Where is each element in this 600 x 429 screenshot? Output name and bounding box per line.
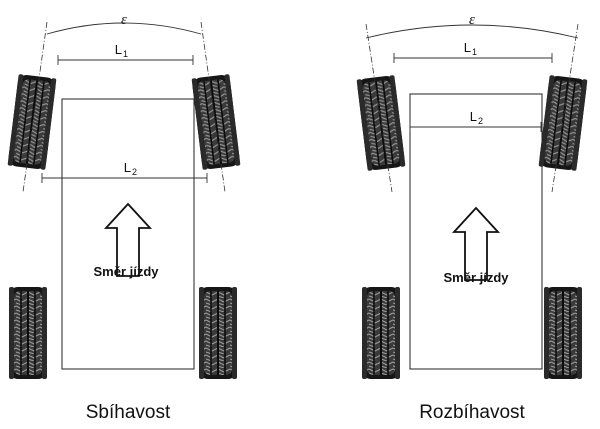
l1-subscript: 1: [472, 47, 477, 57]
l2-subscript: 2: [132, 167, 137, 177]
l2-subscript: 2: [478, 116, 483, 126]
toe-out-panel: ε L 1 L 2 Směr jízdy Rozbíhavost: [355, 12, 589, 423]
car-body-outline: [61, 98, 195, 370]
rear-right-tyre: [198, 286, 238, 380]
direction-label: Směr jízdy: [93, 264, 159, 279]
car-body-outline: [409, 93, 543, 370]
angle-arc: [365, 24, 579, 39]
angle-arc: [46, 22, 202, 35]
l1-label: L: [464, 40, 471, 55]
rear-right-tyre: [543, 286, 583, 380]
front-left-tyre: [6, 73, 58, 171]
angle-label: ε: [469, 12, 475, 28]
angle-label: ε: [121, 12, 127, 28]
l2-label: L: [470, 109, 477, 124]
toe-in-caption: Sbíhavost: [86, 402, 171, 423]
toe-out-caption: Rozbíhavost: [419, 402, 525, 423]
front-left-axis-line: [22, 21, 48, 193]
front-left-axis-line: [365, 23, 393, 193]
rear-left-tyre: [8, 286, 48, 380]
front-right-axis-line: [551, 23, 579, 193]
front-right-axis-line: [200, 21, 226, 193]
direction-label: Směr jízdy: [443, 270, 509, 285]
front-right-tyre: [190, 73, 242, 171]
rear-left-tyre: [361, 286, 401, 380]
toe-in-panel: ε L 1 L 2 Směr jízdy Sbíhavost: [6, 12, 242, 423]
l2-label: L: [124, 160, 131, 175]
l1-subscript: 1: [123, 49, 128, 59]
l1-label: L: [115, 42, 122, 57]
